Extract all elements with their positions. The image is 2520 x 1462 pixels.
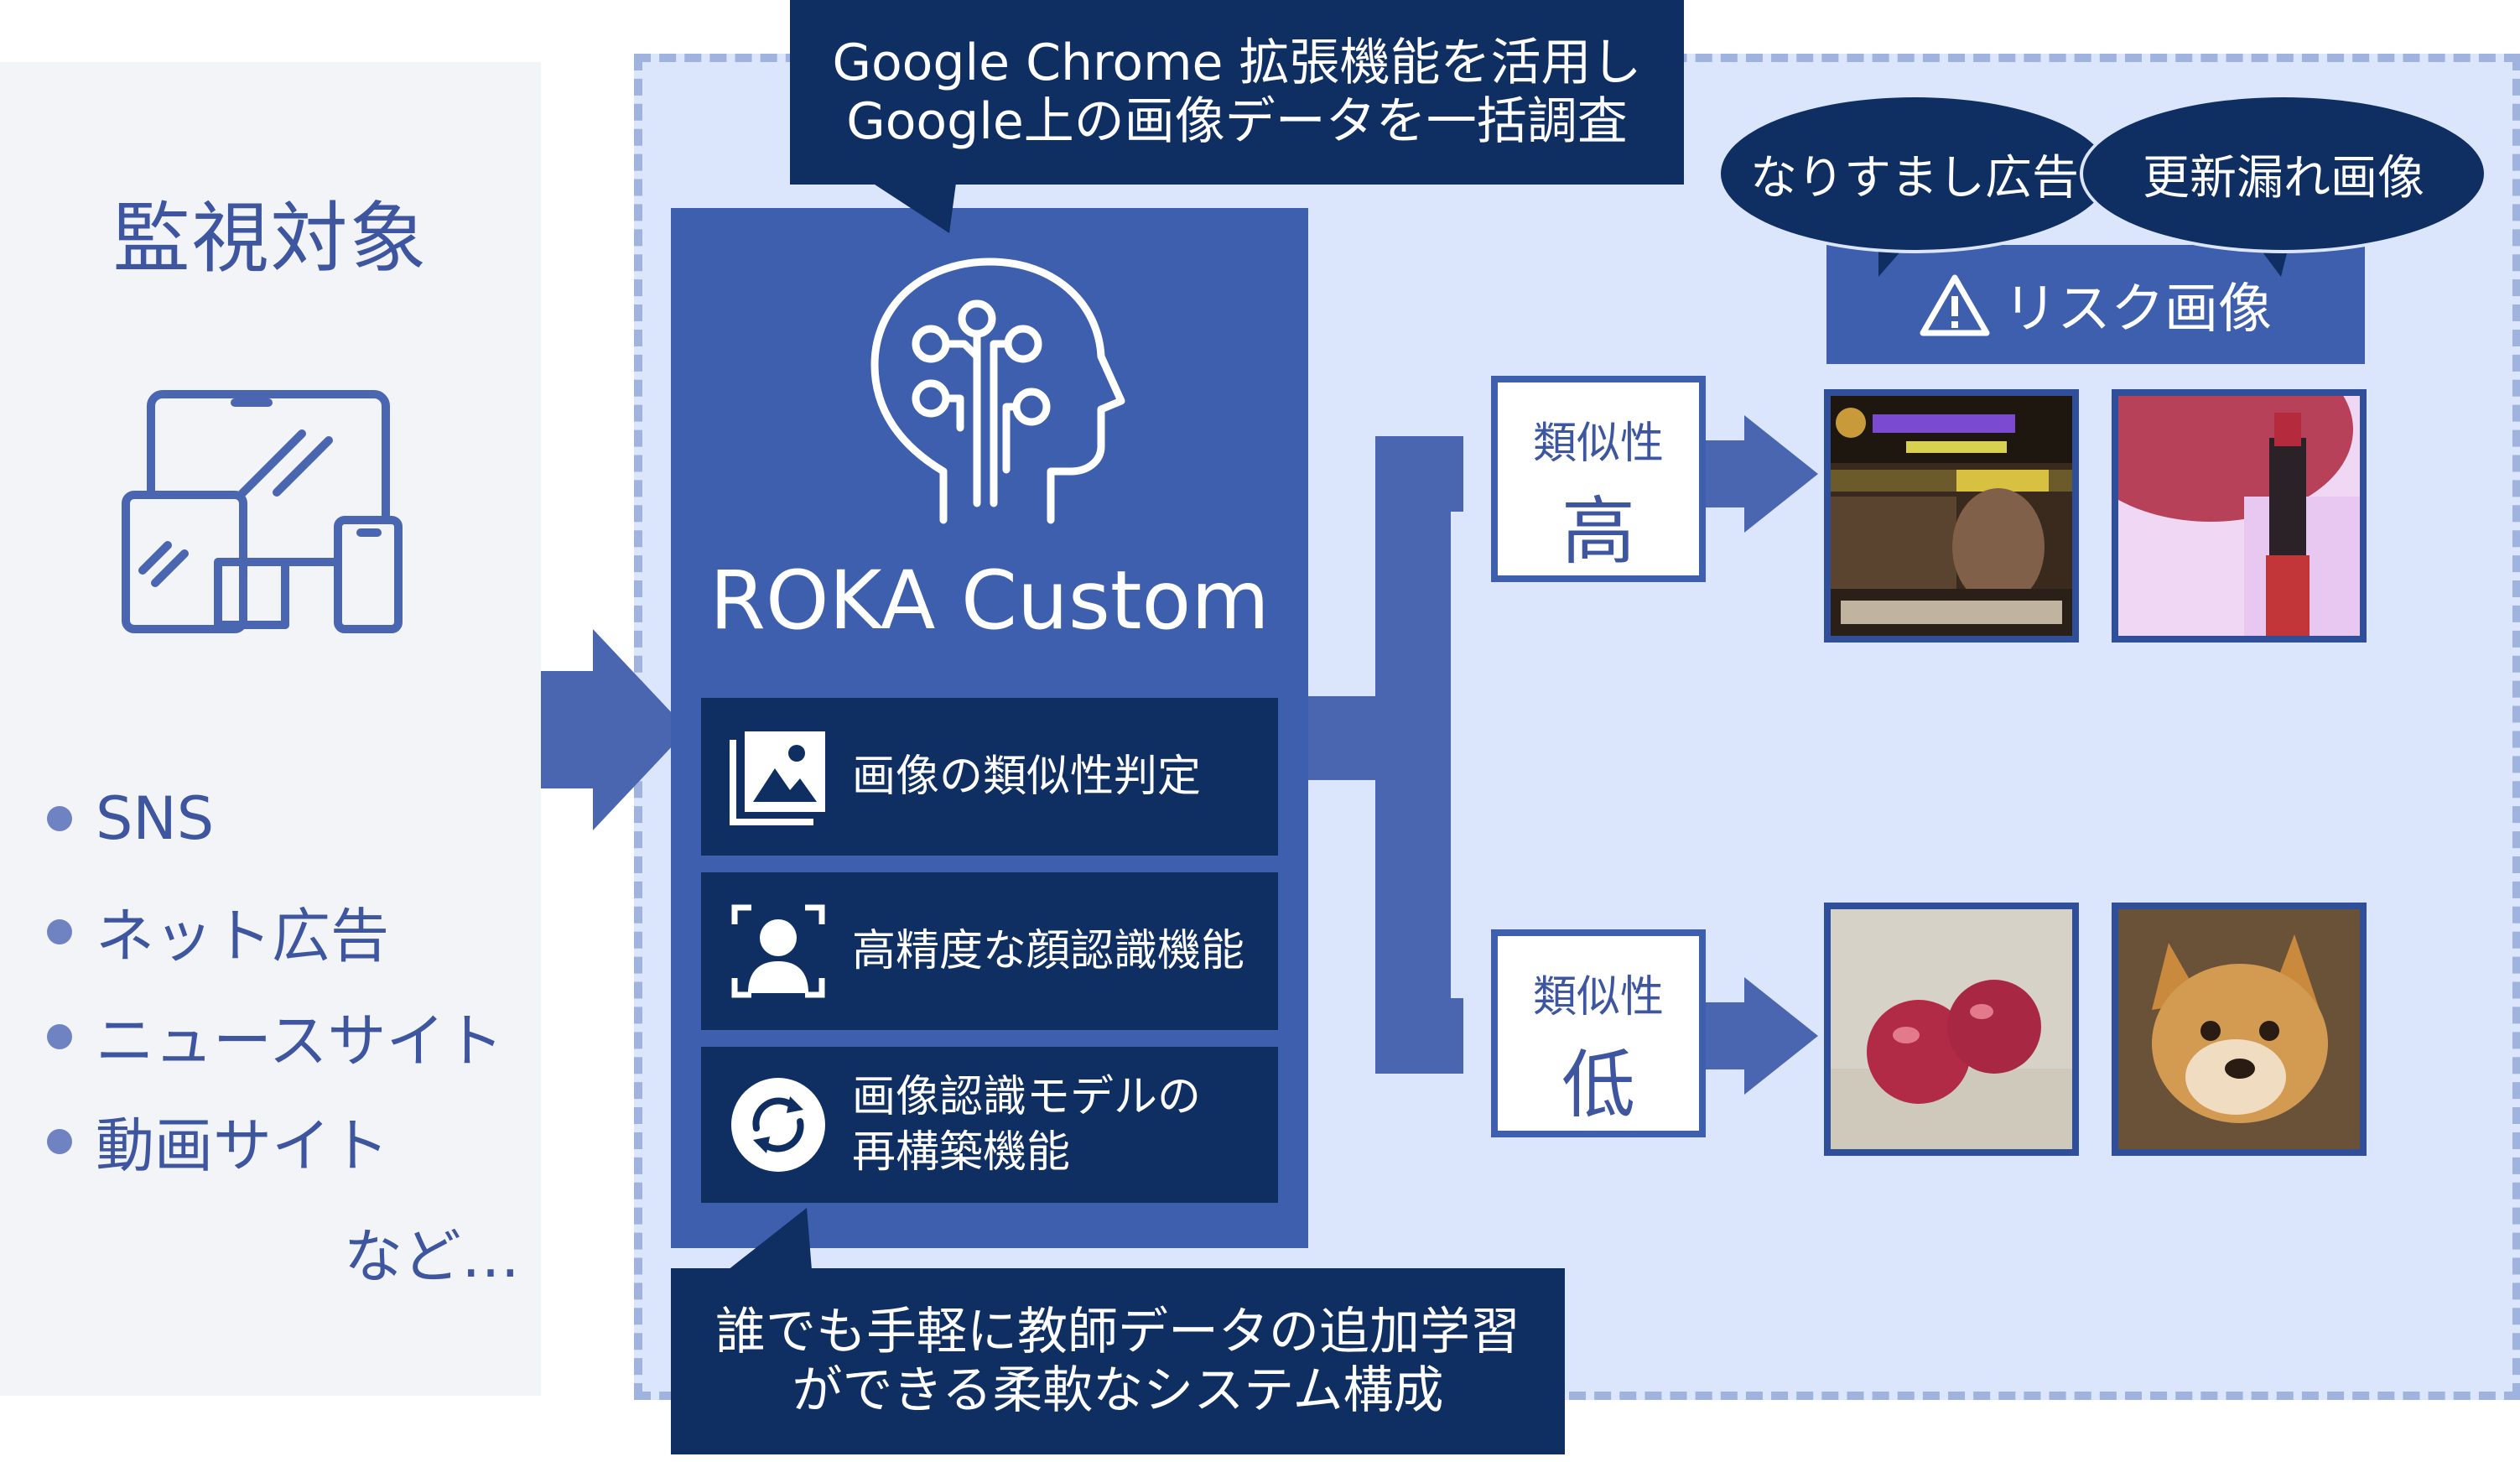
- similarity-high-value: 高: [1561, 488, 1635, 575]
- flexible-system-callout: 誰でも手軽に教師データの追加学習 ができる柔軟なシステム構成: [671, 1268, 1565, 1454]
- monitor-item-label: ネット広告: [96, 902, 389, 970]
- monitor-item-label: ニュースサイト: [96, 1007, 504, 1075]
- feature-label: 高精度な顔認識機能: [852, 926, 1245, 976]
- risk-image-label: リスク画像: [2003, 278, 2272, 341]
- callout-pointer: [728, 1208, 812, 1270]
- bubble-label: なりすまし広告: [1750, 150, 2079, 206]
- refresh-icon: [726, 1073, 830, 1177]
- bubble-label: 更新漏れ画像: [2143, 150, 2424, 206]
- monitoring-target-panel: [0, 62, 541, 1396]
- monitor-item-label: 動画サイト: [96, 1111, 389, 1180]
- feature-label-line2: 再構築機能: [852, 1127, 1071, 1178]
- feature-label-line1: 画像認識モデルの: [852, 1072, 1202, 1122]
- similarity-low-box: 類似性 低: [1491, 929, 1706, 1137]
- thumbnail-shiba-dog-photo: [2112, 903, 2367, 1156]
- bullet-dot: [47, 1128, 72, 1154]
- thumbnail-ad-screenshot: [1824, 389, 2079, 643]
- monitor-item-news-sites: ニュースサイト: [47, 994, 504, 1079]
- bullet-dot: [47, 806, 72, 831]
- similarity-high-box: 類似性 高: [1491, 376, 1706, 582]
- bullet-dot: [47, 918, 72, 944]
- callout-line1: Google Chrome 拡張機能を活用し: [832, 34, 1642, 92]
- image-icon: [726, 725, 830, 829]
- feature-image-similarity: 画像の類似性判定: [701, 698, 1278, 856]
- input-arrow: [541, 629, 692, 830]
- branch-connector: [1308, 336, 1895, 1132]
- monitor-item-sns: SNS: [47, 784, 214, 853]
- ai-brain-icon: [851, 252, 1128, 528]
- bullet-dot: [47, 1023, 72, 1049]
- monitor-item-video-sites: 動画サイト: [47, 1099, 389, 1184]
- thumbnail-apples-photo: [1824, 903, 2079, 1156]
- similarity-label: 類似性: [1532, 972, 1664, 1022]
- bubble-outdated-images: 更新漏れ画像: [2080, 94, 2487, 253]
- callout-line1: 誰でも手軽に教師データの追加学習: [715, 1303, 1520, 1361]
- devices-icon: [117, 382, 411, 642]
- chrome-extension-callout: Google Chrome 拡張機能を活用し Google上の画像データを一括調…: [790, 0, 1684, 185]
- similarity-low-value: 低: [1561, 1042, 1635, 1128]
- roka-custom-title: ROKA Custom: [709, 554, 1270, 648]
- feature-model-rebuild: 画像認識モデルの 再構築機能: [701, 1047, 1278, 1203]
- thumbnail-lipstick-photo: [2112, 389, 2367, 643]
- feature-label: 画像の類似性判定: [852, 752, 1202, 802]
- monitor-etc-label: など…: [344, 1222, 520, 1291]
- feature-label: 画像認識モデルの 再構築機能: [852, 1069, 1201, 1180]
- monitor-item-label: SNS: [96, 784, 215, 853]
- similarity-label: 類似性: [1532, 419, 1664, 469]
- warning-icon: [1920, 273, 1990, 336]
- monitoring-target-title: 監視対象: [112, 194, 429, 284]
- callout-line2: ができる柔軟なシステム構成: [792, 1361, 1444, 1420]
- callout-pointer: [872, 183, 956, 237]
- bubble-impersonation-ads: なりすまし広告: [1717, 94, 2112, 253]
- monitor-item-net-ads: ネット広告: [47, 889, 389, 974]
- callout-line2: Google上の画像データを一括調査: [846, 92, 1628, 151]
- feature-face-recognition: 高精度な顔認識機能: [701, 872, 1278, 1030]
- face-recognition-icon: [726, 899, 830, 1003]
